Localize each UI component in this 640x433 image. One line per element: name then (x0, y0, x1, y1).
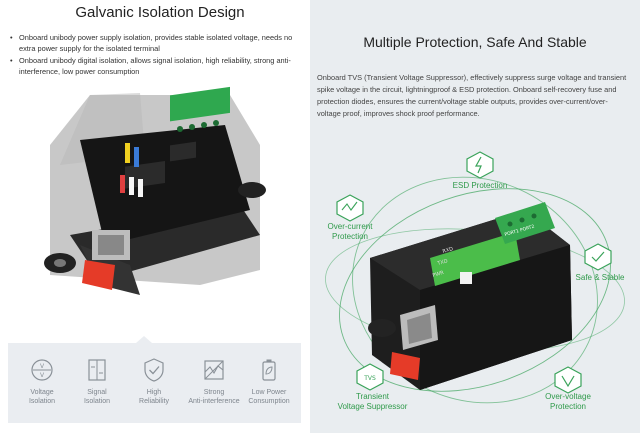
label-safe-stable: Safe & Stable (575, 273, 625, 282)
overcurrent-icon (336, 194, 364, 222)
esd-icon (466, 151, 494, 179)
pwr-label: PWR (432, 270, 445, 279)
protection-diagram: PORT1 PORT2 RXD TXD PWR TVS (325, 151, 625, 404)
anti-interference-icon (204, 360, 224, 380)
tvs-icon: TVS (356, 363, 384, 391)
signal-isolation-icon (88, 359, 106, 381)
bullet-digital-isolation: Onboard unibody digital isolation, allow… (10, 55, 300, 77)
rxd-label: RXD (442, 246, 454, 255)
isolator-product-photo (44, 86, 266, 295)
bullet-power-isolation: Onboard unibody power supply isolation, … (10, 32, 300, 54)
svg-text:V: V (40, 363, 45, 370)
svg-text:V: V (40, 372, 45, 379)
battery-leaf-icon (262, 359, 276, 381)
shield-check-icon (144, 358, 164, 382)
isolation-bullets: Onboard unibody power supply isolation, … (10, 32, 300, 78)
tvs-icon-text: TVS (363, 375, 376, 382)
galvanic-title: Galvanic Isolation Design (75, 4, 245, 21)
protection-title: Multiple Protection, Safe And Stable (363, 34, 587, 50)
shield-check-icon (584, 243, 612, 271)
txd-label: TXD (436, 258, 449, 267)
voltage-isolation-icon: V V (31, 359, 53, 381)
overvoltage-icon (554, 366, 582, 394)
label-esd-protection: ESD Protection (452, 181, 508, 190)
protection-description: Onboard TVS (Transient Voltage Suppresso… (317, 73, 627, 118)
